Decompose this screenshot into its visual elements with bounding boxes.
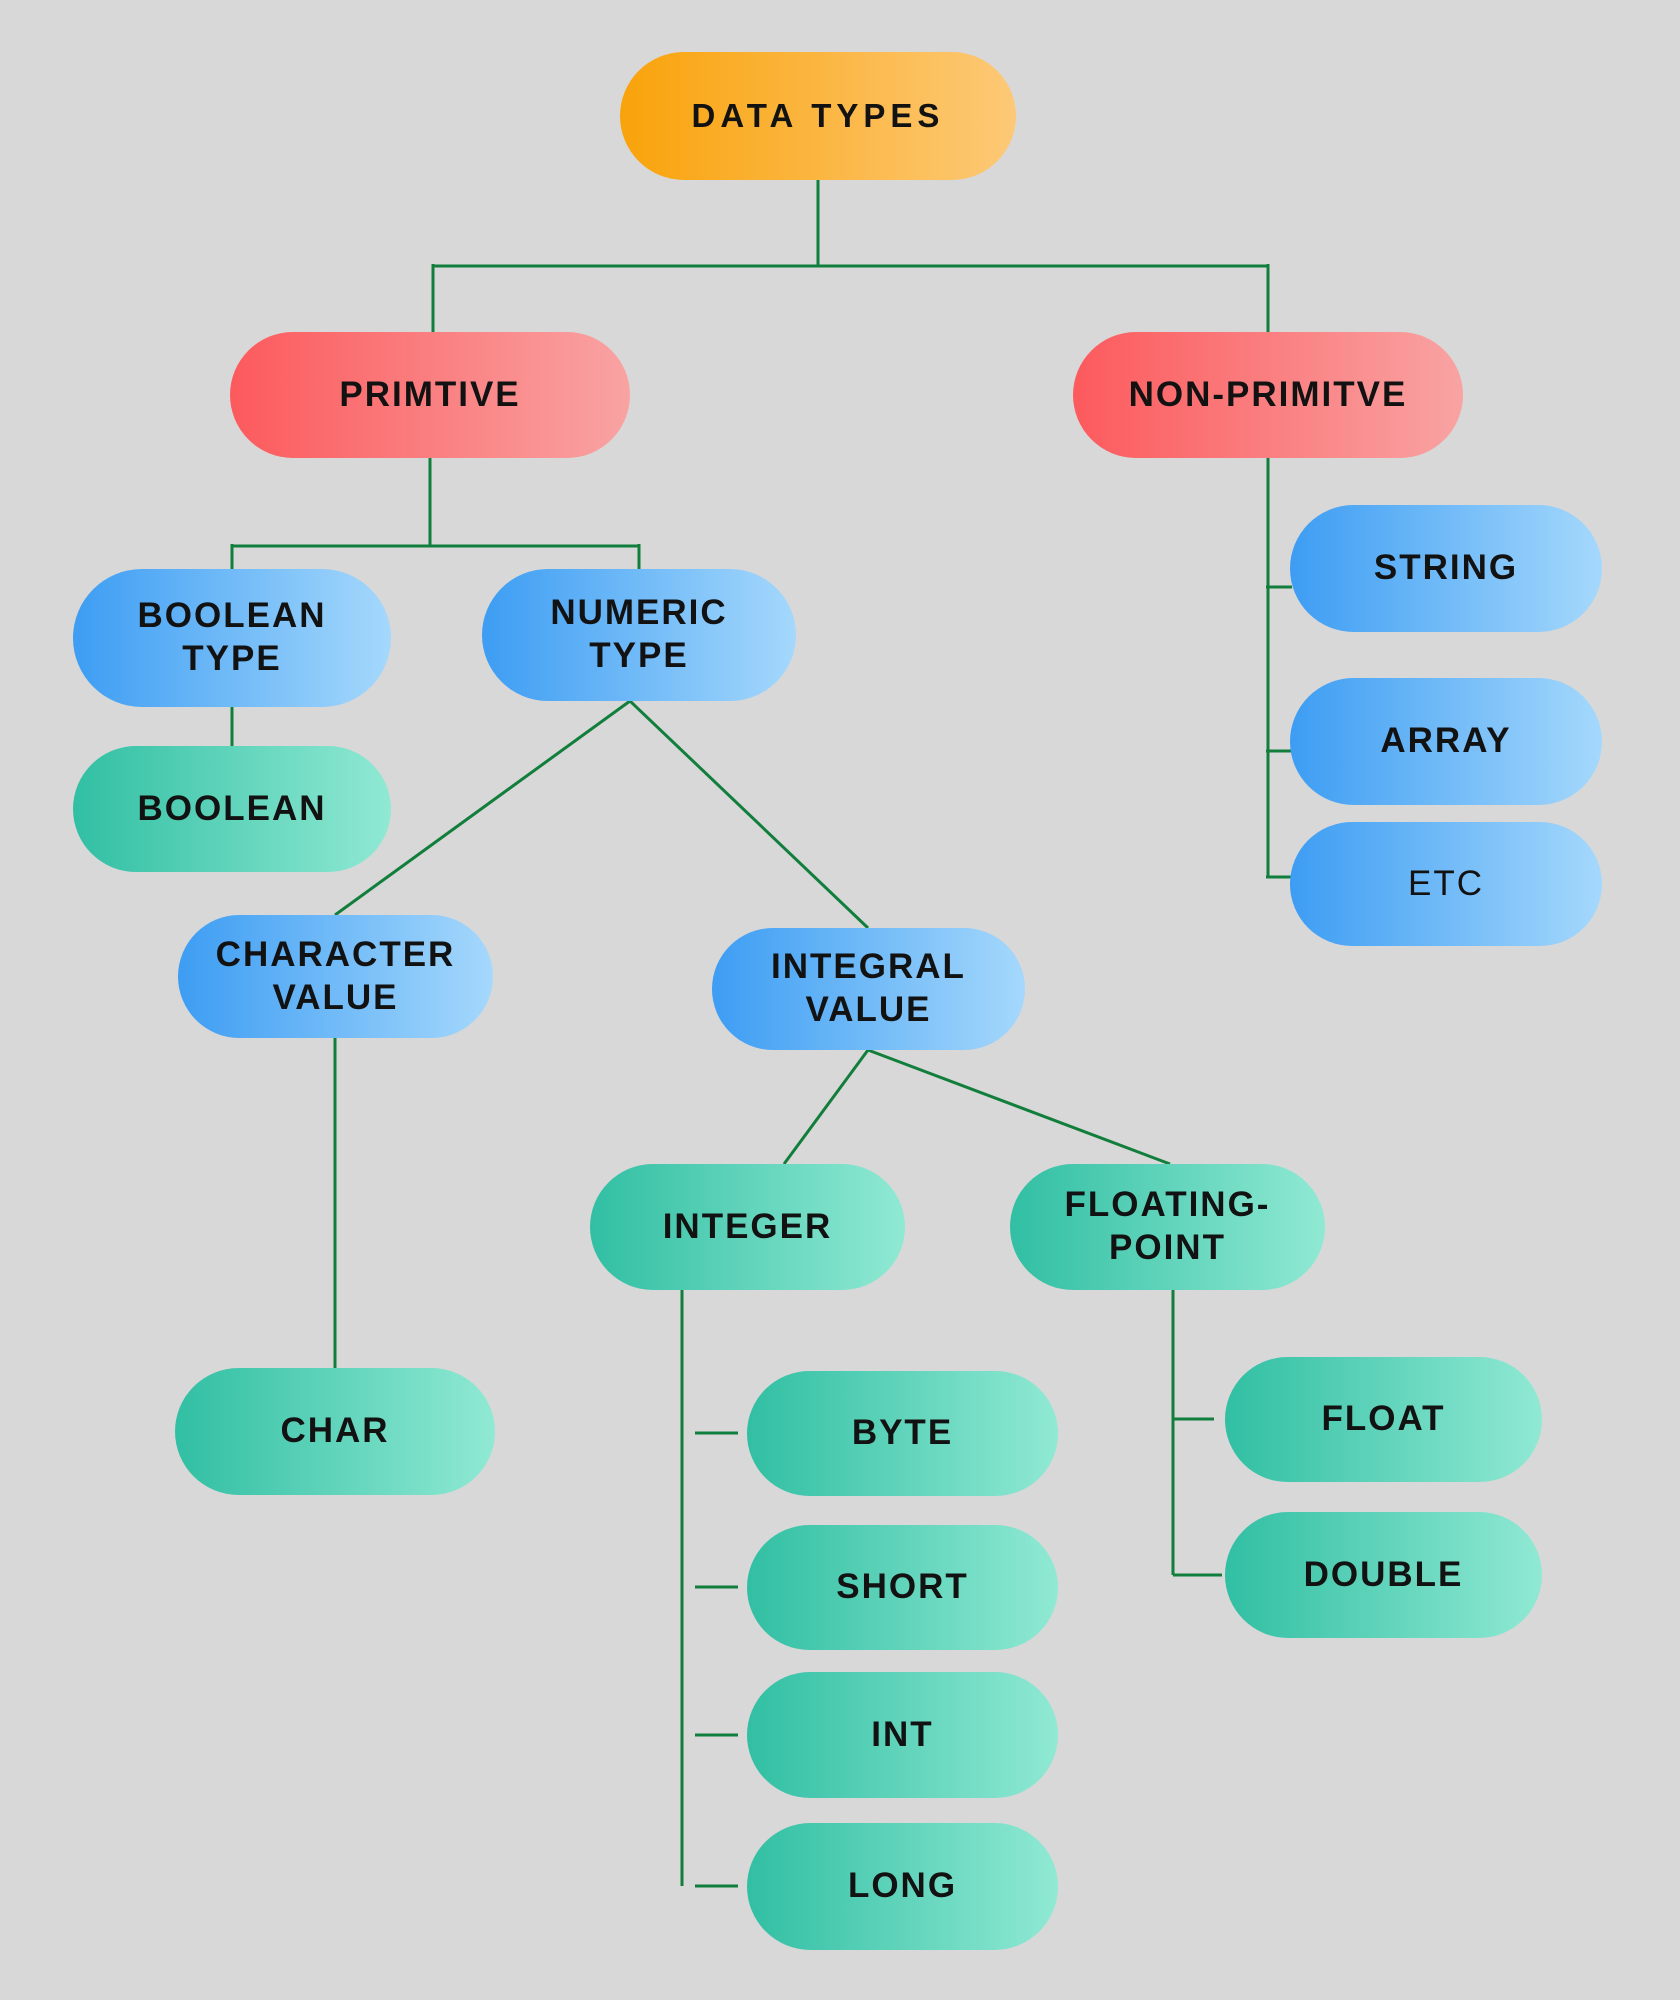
node-boolean-type: BOOLEAN TYPE bbox=[73, 569, 391, 707]
node-boolean-label: BOOLEAN bbox=[137, 788, 327, 828]
node-byte: BYTE bbox=[747, 1371, 1058, 1496]
node-character-value-label: CHARACTER VALUE bbox=[215, 934, 456, 1017]
node-char: CHAR bbox=[175, 1368, 495, 1495]
node-numeric-type-label: NUMERIC TYPE bbox=[550, 593, 728, 675]
node-etc-label: ETC bbox=[1408, 863, 1484, 903]
node-non-primitve: NON-PRIMITVE bbox=[1073, 332, 1463, 458]
node-short: SHORT bbox=[747, 1525, 1058, 1650]
node-primtive: PRIMTIVE bbox=[230, 332, 630, 458]
node-long-label: LONG bbox=[847, 1866, 958, 1906]
node-double: DOUBLE bbox=[1225, 1512, 1542, 1638]
node-float: FLOAT bbox=[1225, 1357, 1542, 1482]
node-string: STRING bbox=[1290, 505, 1602, 632]
edge-to-character-value bbox=[334, 699, 631, 917]
edge-to-floating-point bbox=[867, 1048, 1171, 1166]
node-data-types-label: DATA TYPES bbox=[691, 96, 945, 134]
node-non-primitve-label: NON-PRIMITVE bbox=[1128, 374, 1408, 414]
node-short-label: SHORT bbox=[836, 1567, 969, 1607]
node-array: ARRAY bbox=[1290, 678, 1602, 805]
edge-to-integral-value bbox=[628, 699, 870, 930]
node-double-label: DOUBLE bbox=[1303, 1554, 1464, 1594]
node-int-label: INT bbox=[871, 1714, 934, 1754]
node-integer-label: INTEGER bbox=[662, 1206, 833, 1246]
node-character-value: CHARACTER VALUE bbox=[178, 915, 493, 1038]
node-floating-point-label: FLOATING-POINT bbox=[1064, 1185, 1271, 1267]
edge-to-integer bbox=[782, 1049, 870, 1165]
node-array-label: ARRAY bbox=[1380, 721, 1512, 761]
node-boolean-type-label: BOOLEAN TYPE bbox=[137, 596, 327, 678]
node-integer: INTEGER bbox=[590, 1164, 905, 1290]
node-numeric-type: NUMERIC TYPE bbox=[482, 569, 796, 701]
node-integral-value: INTEGRAL VALUE bbox=[712, 928, 1025, 1050]
node-etc: ETC bbox=[1290, 822, 1602, 946]
node-byte-label: BYTE bbox=[851, 1413, 954, 1453]
node-boolean: BOOLEAN bbox=[73, 746, 391, 872]
node-char-label: CHAR bbox=[280, 1411, 390, 1451]
node-string-label: STRING bbox=[1373, 548, 1519, 588]
node-data-types: DATA TYPES bbox=[620, 52, 1016, 180]
node-integral-value-label: INTEGRAL VALUE bbox=[771, 947, 966, 1029]
node-float-label: FLOAT bbox=[1321, 1399, 1446, 1439]
node-primtive-label: PRIMTIVE bbox=[339, 374, 521, 414]
node-long: LONG bbox=[747, 1823, 1058, 1950]
node-int: INT bbox=[747, 1672, 1058, 1798]
node-floating-point: FLOATING-POINT bbox=[1010, 1164, 1325, 1290]
